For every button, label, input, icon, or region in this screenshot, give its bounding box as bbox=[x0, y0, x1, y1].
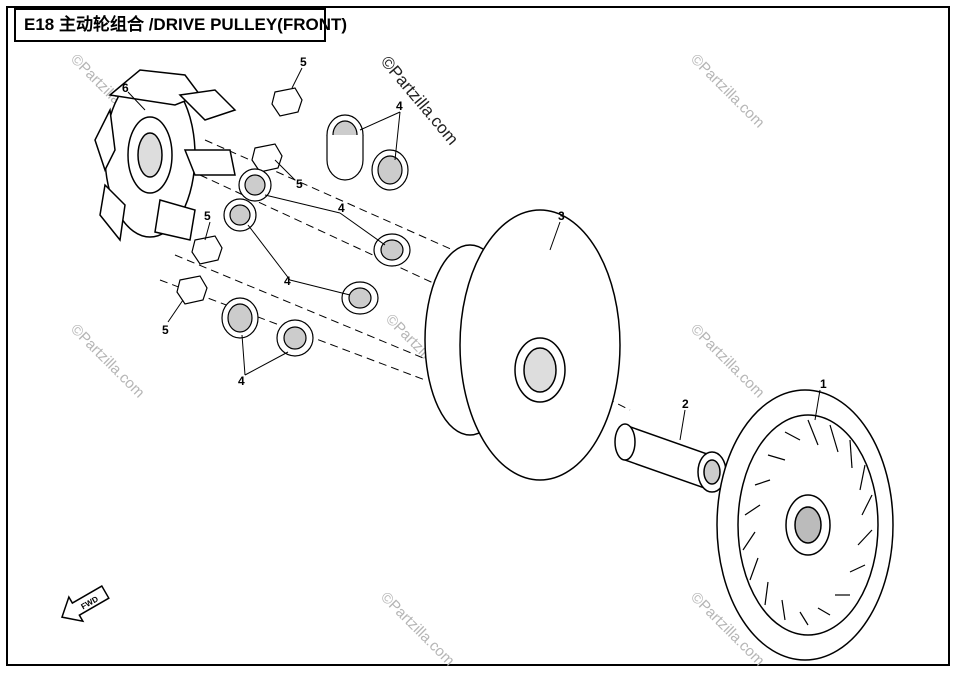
ramp-plate-part-6 bbox=[94, 69, 237, 242]
callout-4: 4 bbox=[284, 274, 291, 288]
watermark: ©Partzilla.com bbox=[687, 321, 768, 402]
callout-6: 6 bbox=[122, 81, 129, 95]
watermark: ©Partzilla.com bbox=[687, 51, 768, 132]
sleeve-part-2 bbox=[614, 423, 727, 493]
callout-leaders bbox=[127, 67, 821, 441]
slider-part-5 bbox=[176, 87, 303, 305]
callout-5: 5 bbox=[162, 323, 169, 337]
callout-4: 4 bbox=[396, 99, 403, 113]
callout-5: 5 bbox=[204, 209, 211, 223]
callout-5: 5 bbox=[300, 55, 307, 69]
diagram-border bbox=[6, 6, 950, 666]
diagram-title: E18 主动轮组合 /DRIVE PULLEY(FRONT) bbox=[14, 8, 347, 42]
callout-4: 4 bbox=[238, 374, 245, 388]
watermark-dark: ©Partzilla.com bbox=[377, 52, 462, 148]
callout-4: 4 bbox=[338, 201, 345, 215]
watermark: ©Partzilla.com bbox=[377, 589, 458, 670]
callout-3: 3 bbox=[558, 209, 565, 223]
callout-5: 5 bbox=[296, 177, 303, 191]
fixed-sheave-part-1 bbox=[716, 389, 894, 661]
roller-part-4 bbox=[221, 114, 411, 357]
callout-labels: 1 2 3 4 4 4 4 5 5 5 5 6 bbox=[122, 55, 827, 411]
fwd-arrow-icon: FWD bbox=[61, 585, 110, 623]
watermark: ©Partzilla.com bbox=[67, 321, 148, 402]
callout-2: 2 bbox=[682, 397, 689, 411]
sheave-part-3 bbox=[424, 209, 621, 481]
callout-1: 1 bbox=[820, 377, 827, 391]
